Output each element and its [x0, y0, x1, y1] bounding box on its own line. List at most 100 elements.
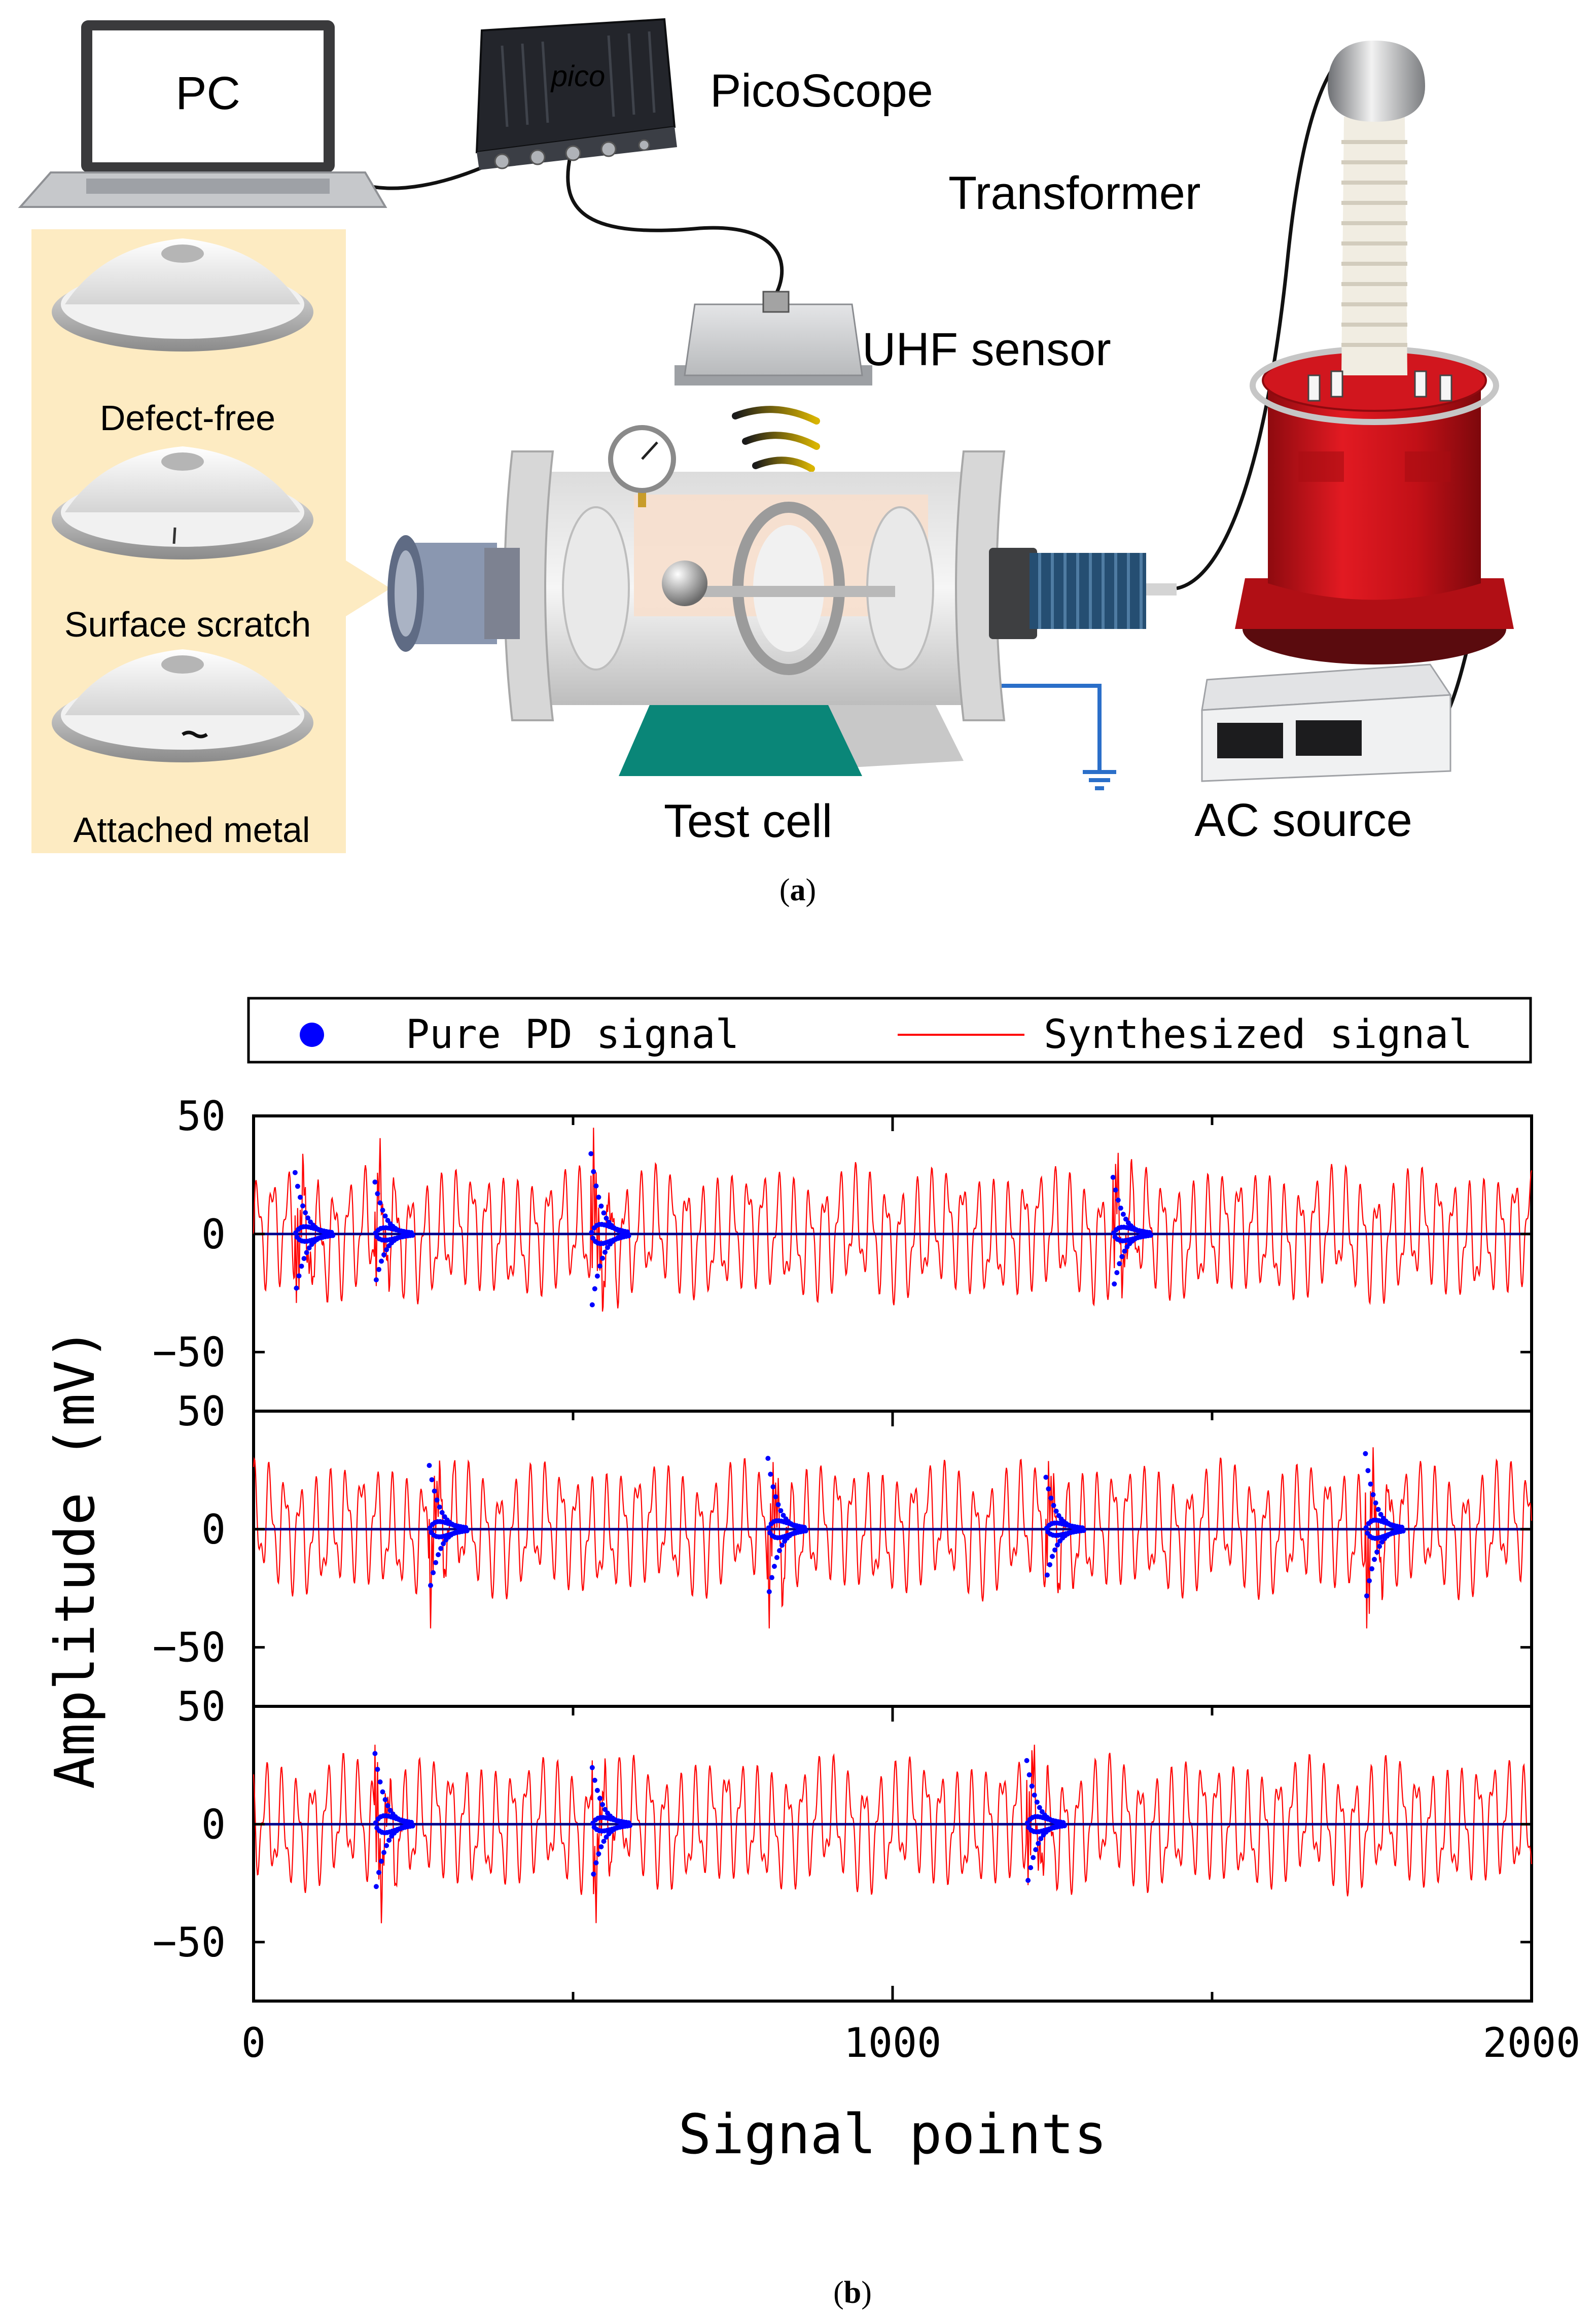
spacer-surface-scratch [52, 446, 313, 559]
metal-particle-mark [182, 730, 208, 739]
pd-point [1117, 1261, 1122, 1267]
y-tick-label: −50 [153, 1329, 226, 1376]
pd-point [626, 1233, 631, 1239]
pd-point [601, 1839, 607, 1844]
pd-point [597, 1796, 602, 1801]
pd-point [1052, 1547, 1057, 1553]
pd-point [1038, 1836, 1044, 1841]
pd-point [592, 1777, 597, 1783]
pd-point [1364, 1593, 1369, 1599]
pd-point [1365, 1468, 1371, 1474]
scratch-mark [172, 527, 176, 544]
pd-point [380, 1789, 385, 1795]
pd-point [1368, 1481, 1373, 1487]
laptop-screen [92, 30, 324, 162]
pd-point [594, 1788, 600, 1793]
transformer: Transformer [948, 41, 1514, 664]
pd-point [593, 1860, 599, 1866]
transformer-panel-left [1298, 451, 1344, 482]
defect-panel-pointer [346, 560, 391, 616]
x-tick-label: 0 [241, 2019, 266, 2066]
hv-bushing [989, 548, 1177, 639]
pd-point [768, 1471, 773, 1477]
pd-point [1048, 1495, 1054, 1501]
x-axis-title: Signal points [678, 2103, 1107, 2166]
y-tick-label: 0 [201, 1211, 226, 1258]
pd-point [1031, 1855, 1036, 1861]
panel-b: Pure PD signal Synthesized signal −50050… [44, 997, 1580, 2310]
pd-point [779, 1543, 785, 1548]
left-flange-connector [387, 535, 520, 652]
pd-point [778, 1508, 784, 1514]
pd-point [428, 1583, 433, 1588]
picoscope-connectors [494, 139, 650, 169]
pd-point [375, 1191, 380, 1197]
panel-a: PC pico PicoScope [18, 18, 1514, 907]
pd-point [437, 1504, 442, 1510]
pd-point [386, 1838, 392, 1843]
x-tick-label: 1000 [844, 2019, 942, 2066]
test-cell-label: Test cell [664, 795, 832, 847]
pd-point [1363, 1525, 1369, 1530]
pd-point [766, 1525, 771, 1531]
picoscope-vents [501, 31, 656, 127]
y-tick-label: 50 [177, 1093, 226, 1140]
pd-point [1053, 1509, 1059, 1514]
pd-point [305, 1215, 311, 1221]
pd-point [1029, 1783, 1035, 1789]
y-tick-label: 50 [177, 1388, 226, 1435]
pd-point [301, 1256, 307, 1261]
pd-point [1051, 1502, 1056, 1508]
pd-point [295, 1183, 300, 1189]
pd-point [1110, 1175, 1116, 1180]
pd-point [382, 1797, 388, 1802]
pd-point [306, 1245, 312, 1251]
pd-point [1024, 1758, 1030, 1763]
ac-source-display-1 [1217, 723, 1283, 758]
attached-metal-label: Attached metal [74, 810, 310, 850]
pd-point [1024, 1820, 1030, 1826]
pd-point [372, 1751, 378, 1756]
pd-point [1370, 1492, 1376, 1497]
y-tick-label: −50 [153, 1624, 226, 1671]
pd-point [589, 1230, 594, 1235]
pd-point [593, 1183, 599, 1189]
pd-point [602, 1807, 608, 1812]
uhf-sensor-label: UHF sensor [862, 324, 1111, 375]
pd-point [1028, 1865, 1034, 1870]
pd-point [598, 1203, 604, 1209]
caption-a-open: ( [779, 873, 790, 907]
corona-dome [1328, 41, 1425, 122]
insulator-sheds [1341, 140, 1407, 347]
ground-symbol [1002, 684, 1116, 790]
pd-point [770, 1484, 776, 1490]
pd-point [384, 1843, 389, 1848]
pc-laptop: PC [18, 20, 387, 208]
pd-point [594, 1273, 600, 1279]
pd-point [1378, 1512, 1384, 1517]
y-tick-label: 0 [201, 1801, 226, 1848]
pd-point [464, 1528, 470, 1533]
left-window [562, 506, 630, 671]
pd-point [1025, 1878, 1031, 1883]
pd-point [592, 1286, 597, 1291]
pd-point [777, 1548, 782, 1553]
ac-source-label: AC source [1194, 794, 1412, 846]
pd-point [379, 1258, 384, 1264]
pd-point [773, 1494, 778, 1499]
pd-point [596, 1851, 601, 1856]
pd-point [300, 1203, 305, 1209]
pd-point [1363, 1451, 1368, 1456]
pd-point [373, 1277, 379, 1283]
pd-point [596, 1195, 601, 1200]
pd-point [1050, 1554, 1055, 1559]
sensor-body [684, 303, 863, 376]
pd-point [1033, 1847, 1039, 1852]
terminal-posts [1307, 370, 1452, 402]
pd-point [591, 1169, 596, 1174]
y-tick-label: 50 [177, 1683, 226, 1730]
ac-source-display-2 [1296, 720, 1362, 756]
pd-point [1123, 1216, 1128, 1222]
y-tick-label: −50 [153, 1919, 226, 1966]
